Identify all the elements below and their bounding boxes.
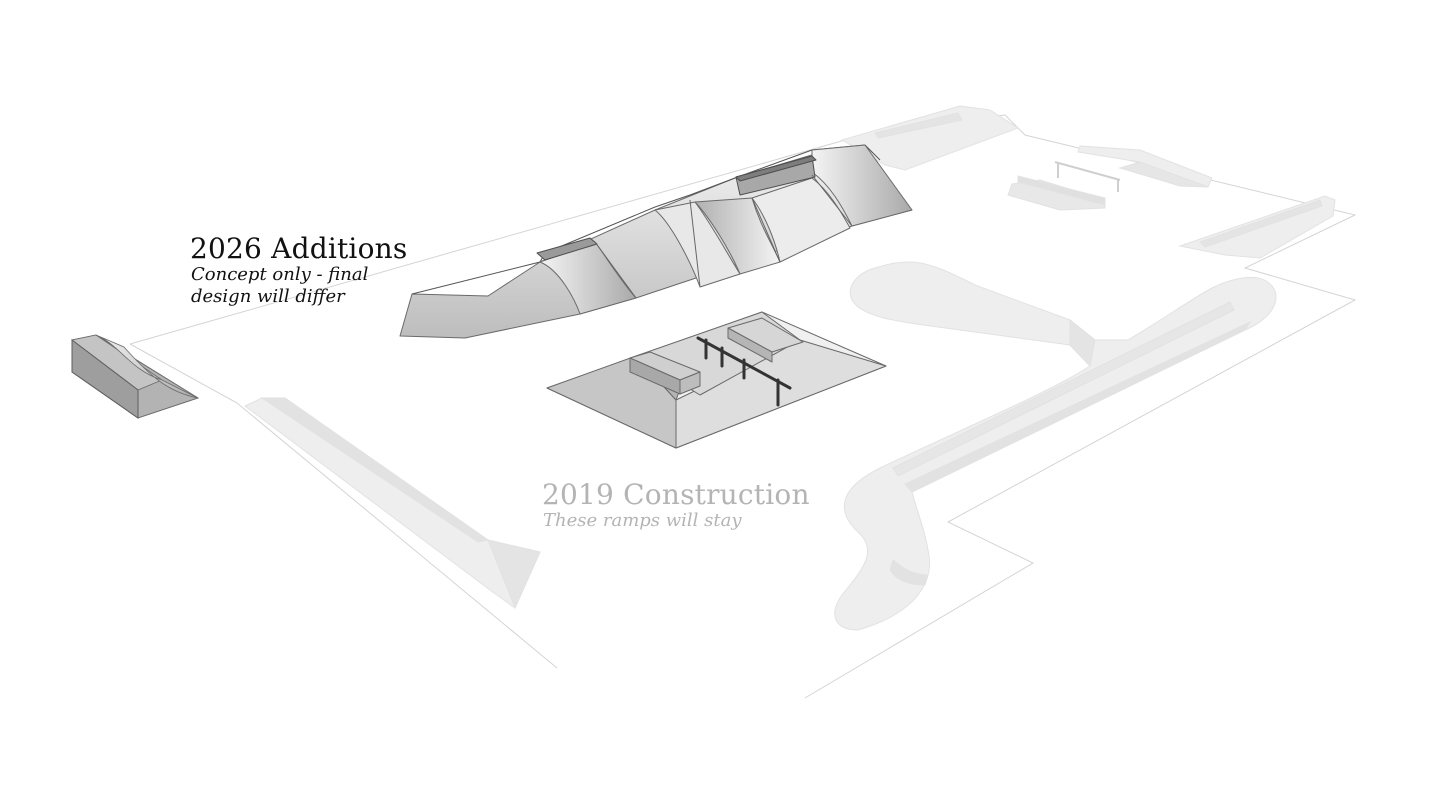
new-additions-note-line2: design will differ	[191, 286, 345, 307]
new-ramps-2026	[71, 144, 913, 449]
existing-long-ledge	[244, 397, 541, 609]
new-rail	[696, 336, 792, 407]
new-additions-note-line1: Concept only - final	[191, 264, 369, 285]
new-launch-box	[71, 334, 200, 419]
new-additions-title: 2026 Additions	[190, 232, 408, 265]
existing-back-bank	[840, 105, 1020, 171]
existing-ramps-2019	[244, 105, 1336, 631]
existing-bowl	[834, 261, 1277, 631]
existing-construction-note: These ramps will stay	[543, 510, 742, 531]
existing-rail-table	[1007, 179, 1106, 211]
new-ramp-run	[399, 144, 913, 339]
new-funbox	[546, 311, 887, 449]
existing-construction-title: 2019 Construction	[542, 478, 810, 511]
